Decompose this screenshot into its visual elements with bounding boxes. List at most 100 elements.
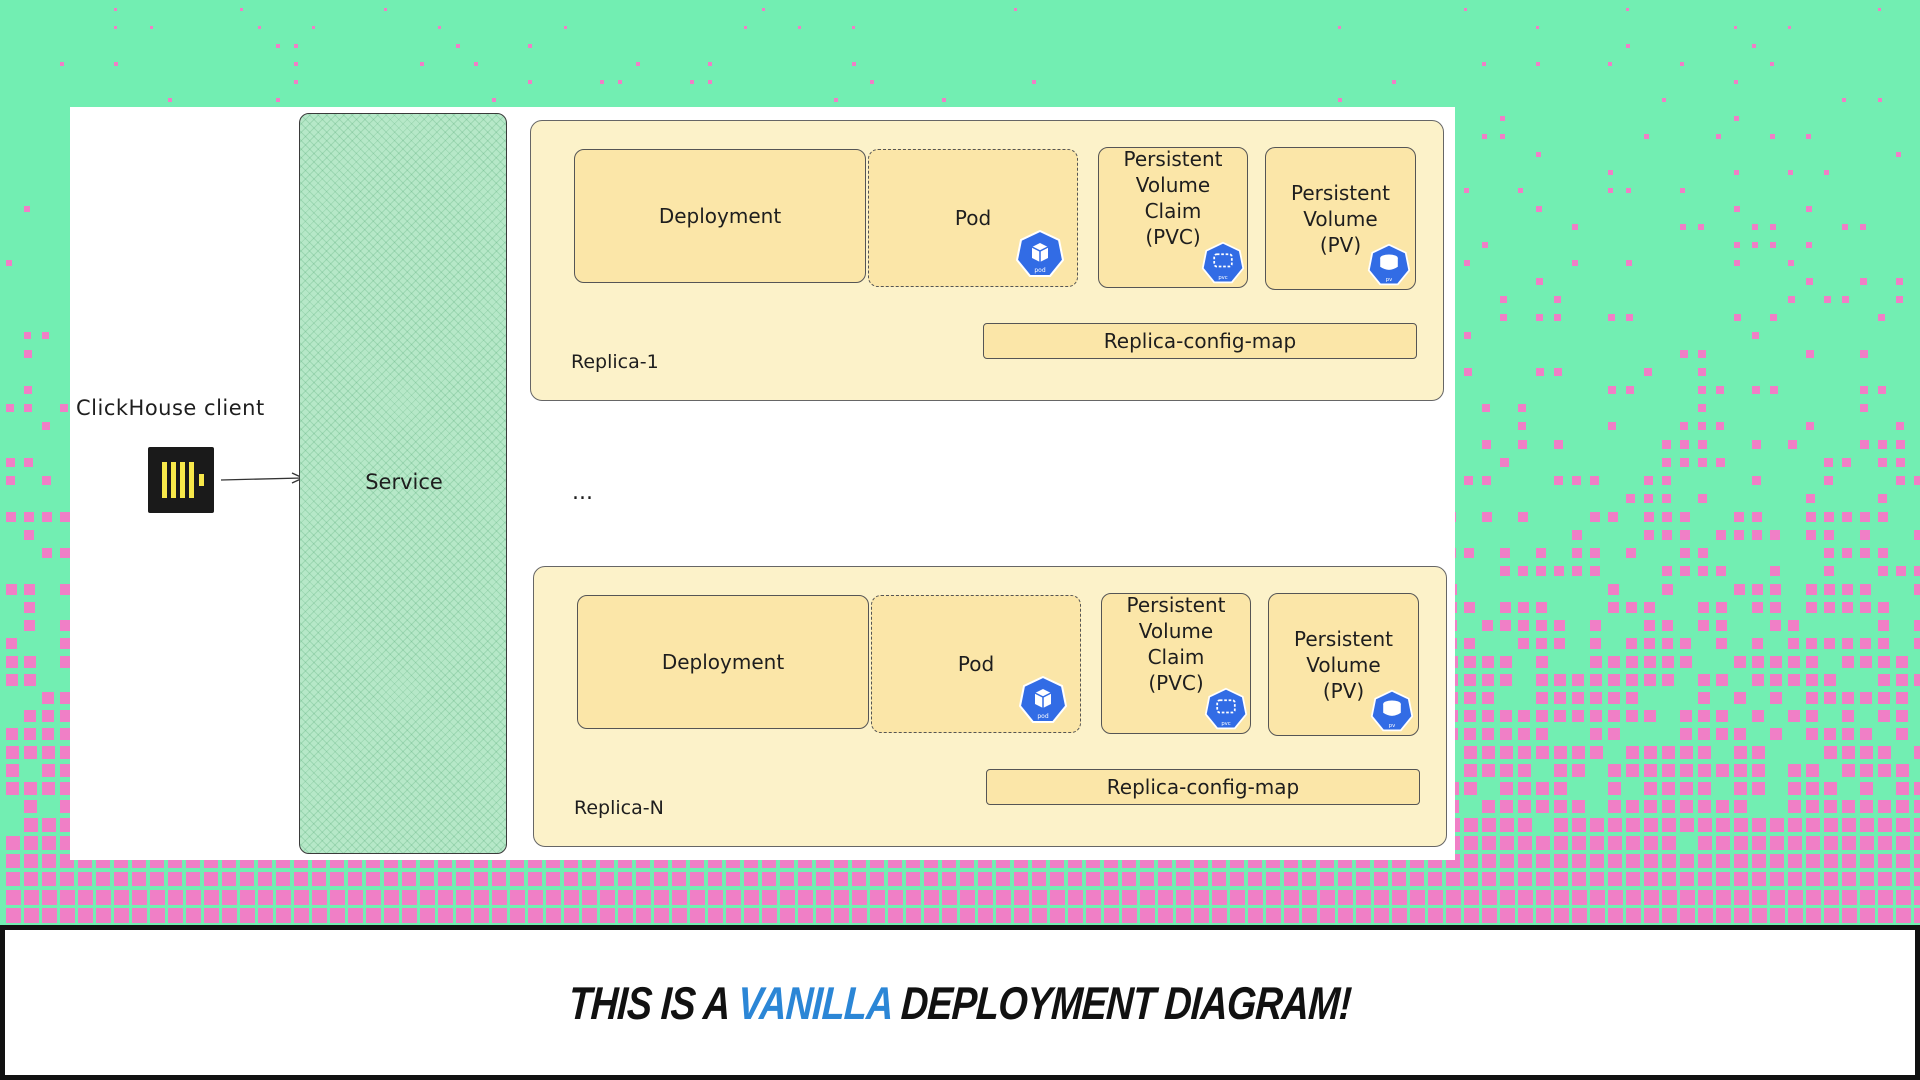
pixel-square bbox=[1626, 602, 1637, 613]
pixel-square bbox=[42, 548, 52, 558]
pixel-square bbox=[1500, 746, 1513, 759]
replica-config-map-box[interactable]: Replica-config-map bbox=[983, 323, 1417, 359]
pixel-square bbox=[636, 890, 651, 905]
pixel-square bbox=[1806, 422, 1814, 430]
pixel-square bbox=[60, 908, 75, 923]
pixel-square bbox=[1536, 872, 1550, 886]
pixel-square bbox=[1698, 440, 1707, 449]
pixel-square bbox=[1896, 458, 1905, 467]
pixel-square bbox=[1716, 800, 1729, 813]
pixel-square bbox=[654, 908, 669, 923]
pixel-square bbox=[24, 908, 39, 923]
service-label: Service bbox=[365, 470, 443, 494]
pixel-square bbox=[1914, 674, 1920, 686]
pixel-square bbox=[276, 908, 291, 923]
pixel-square bbox=[1770, 656, 1782, 668]
pixel-square bbox=[708, 80, 712, 84]
pixel-square bbox=[1482, 818, 1496, 832]
pixel-square bbox=[1644, 512, 1654, 522]
pixel-square bbox=[1734, 764, 1747, 777]
pixel-square bbox=[1896, 710, 1908, 722]
pixel-square bbox=[1680, 710, 1692, 722]
pixel-square bbox=[996, 890, 1011, 905]
deployment-box[interactable]: Deployment bbox=[574, 149, 866, 283]
pixel-square bbox=[888, 872, 902, 886]
pixel-square bbox=[1734, 782, 1747, 795]
pixel-square bbox=[1482, 872, 1496, 886]
pixel-square bbox=[1518, 800, 1531, 813]
pixel-square bbox=[1392, 890, 1407, 905]
pixel-square bbox=[1590, 638, 1601, 649]
pixel-square bbox=[384, 890, 399, 905]
pixel-square bbox=[6, 584, 17, 595]
pixel-square bbox=[1698, 404, 1706, 412]
pixel-square bbox=[1698, 746, 1711, 759]
pixel-square bbox=[1878, 818, 1892, 832]
pixel-square bbox=[1590, 908, 1605, 923]
pixel-square bbox=[1500, 296, 1507, 303]
pixel-square bbox=[582, 908, 597, 923]
pixel-square bbox=[1500, 116, 1505, 121]
pixel-square bbox=[438, 26, 441, 29]
pixel-square bbox=[1644, 638, 1655, 649]
pixel-square bbox=[1662, 908, 1677, 923]
pixel-square bbox=[1806, 764, 1819, 777]
pixel-square bbox=[870, 872, 884, 886]
pixel-square bbox=[1824, 674, 1836, 686]
pixel-square bbox=[672, 908, 687, 923]
pixel-square bbox=[1806, 800, 1819, 813]
service-box[interactable]: Service bbox=[299, 113, 507, 854]
client-to-service-arrow bbox=[220, 472, 305, 484]
pixel-square bbox=[1842, 818, 1856, 832]
pixel-square bbox=[1644, 710, 1656, 722]
pixel-square bbox=[1716, 386, 1724, 394]
pixel-square bbox=[1392, 908, 1407, 923]
pixel-square bbox=[564, 872, 578, 886]
pixel-square bbox=[1464, 188, 1469, 193]
pixel-square bbox=[1698, 782, 1711, 795]
pixel-square bbox=[1734, 584, 1745, 595]
pixel-square bbox=[1032, 80, 1036, 84]
pixel-square bbox=[6, 836, 20, 850]
pixel-square bbox=[1068, 872, 1082, 886]
pixel-square bbox=[204, 872, 218, 886]
pixel-square bbox=[1716, 908, 1731, 923]
pixel-square bbox=[1662, 530, 1672, 540]
pixel-square bbox=[1608, 854, 1622, 868]
pixel-square bbox=[456, 44, 460, 48]
pixel-square bbox=[690, 872, 704, 886]
pixel-square bbox=[1716, 422, 1724, 430]
deployment-box[interactable]: Deployment bbox=[577, 595, 869, 729]
pixel-square bbox=[618, 80, 622, 84]
pixel-square bbox=[1770, 62, 1774, 66]
pixel-square bbox=[60, 62, 64, 66]
pod-k8s-icon: pod bbox=[1015, 229, 1065, 277]
pixel-square bbox=[60, 512, 70, 522]
pixel-square bbox=[1860, 350, 1868, 358]
deployment-label: Deployment bbox=[658, 204, 782, 228]
pixel-square bbox=[744, 26, 747, 29]
pixel-square bbox=[366, 872, 380, 886]
pixel-square bbox=[1824, 836, 1838, 850]
pixel-square bbox=[1338, 908, 1353, 923]
pixel-square bbox=[1536, 620, 1547, 631]
pixel-square bbox=[1806, 728, 1818, 740]
pixel-square bbox=[1212, 872, 1226, 886]
pixel-square bbox=[24, 728, 36, 740]
pixel-square bbox=[1752, 872, 1766, 886]
pixel-square bbox=[1860, 872, 1874, 886]
pixel-square bbox=[1572, 854, 1586, 868]
pixel-square bbox=[1680, 782, 1693, 795]
pixel-square bbox=[60, 728, 72, 740]
pixel-square bbox=[1554, 836, 1568, 850]
replica-config-map-box[interactable]: Replica-config-map bbox=[986, 769, 1420, 805]
pixel-square bbox=[24, 350, 32, 358]
pixel-square bbox=[1842, 296, 1849, 303]
pixel-square bbox=[1824, 692, 1836, 704]
pixel-square bbox=[186, 908, 201, 923]
pixel-square bbox=[366, 890, 381, 905]
pixel-square bbox=[852, 890, 867, 905]
